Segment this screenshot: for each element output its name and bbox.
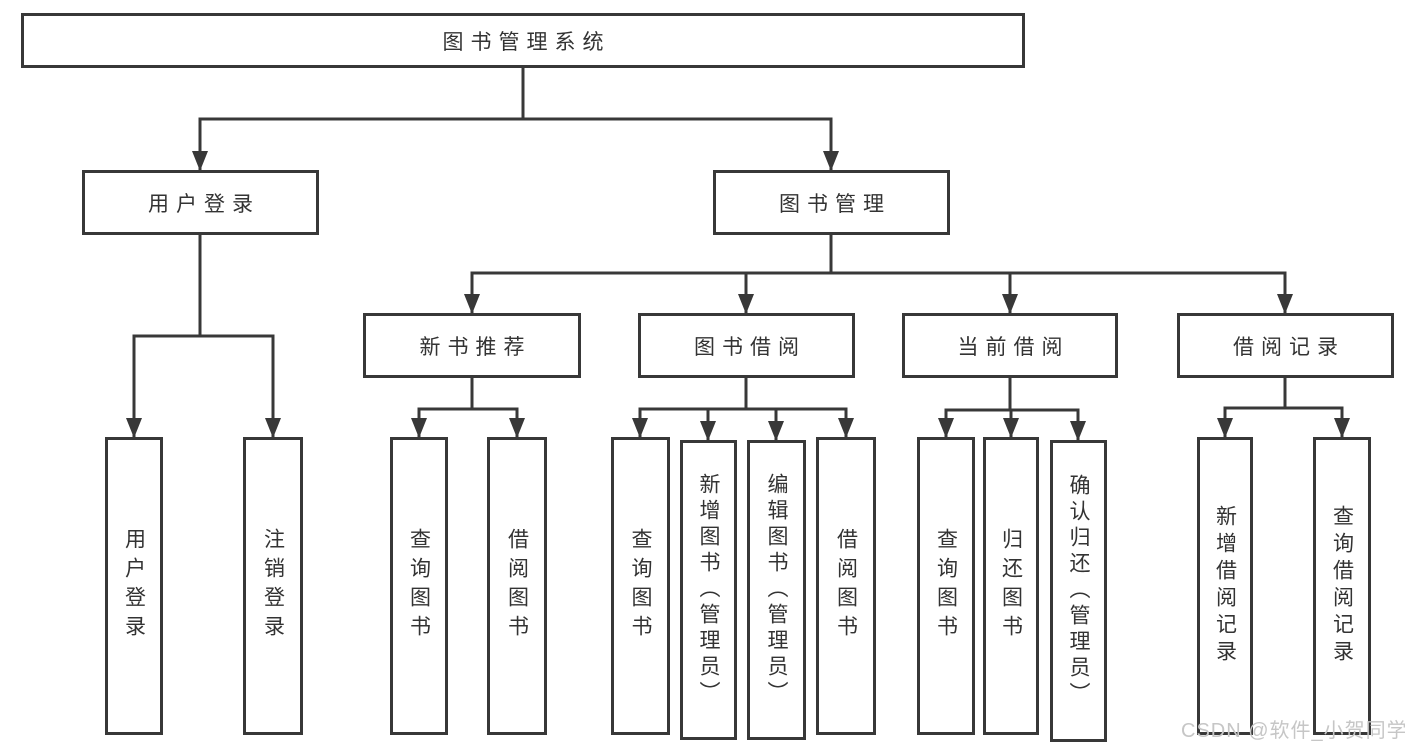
leaf-query-books-borrowing: 查询图书 [611,437,670,735]
edge-level3-branch [464,271,1293,314]
leaf-edit-book-admin: 编辑图书（管理员） [747,440,806,740]
node-borrowing-records: 借阅记录 [1177,313,1394,378]
node-book-borrowing: 图书借阅 [638,313,855,378]
leaf-query-books-current: 查询图书 [917,437,975,735]
watermark: CSDN @软件_小贺同学 [1181,720,1405,742]
leaf-add-borrow-record: 新增借阅记录 [1197,437,1253,735]
leaf-return-books: 归还图书 [983,437,1039,735]
node-user-login: 用户登录 [82,170,319,235]
edge-records-branch [1217,406,1350,438]
edge-userlogin-branch [126,334,281,438]
node-new-book-recommendation: 新书推荐 [363,313,581,378]
leaf-logout: 注销登录 [243,437,303,735]
leaf-query-books-recommend: 查询图书 [390,437,448,735]
node-library-system: 图书管理系统 [21,13,1025,68]
node-book-management: 图书管理 [713,170,950,235]
edge-recommend-branch [411,407,525,438]
node-current-borrowing: 当前借阅 [902,313,1118,378]
leaf-borrow-books-recommend: 借阅图书 [487,437,547,735]
leaf-query-borrow-record: 查询借阅记录 [1313,437,1371,735]
leaf-add-book-admin: 新增图书（管理员） [680,440,737,740]
edge-root-branch [192,117,839,171]
edge-borrowing-branch [632,407,854,438]
leaf-user-login: 用户登录 [105,437,163,735]
leaf-borrow-books-borrowing: 借阅图书 [816,437,876,735]
leaf-confirm-return-admin: 确认归还（管理员） [1050,440,1107,742]
